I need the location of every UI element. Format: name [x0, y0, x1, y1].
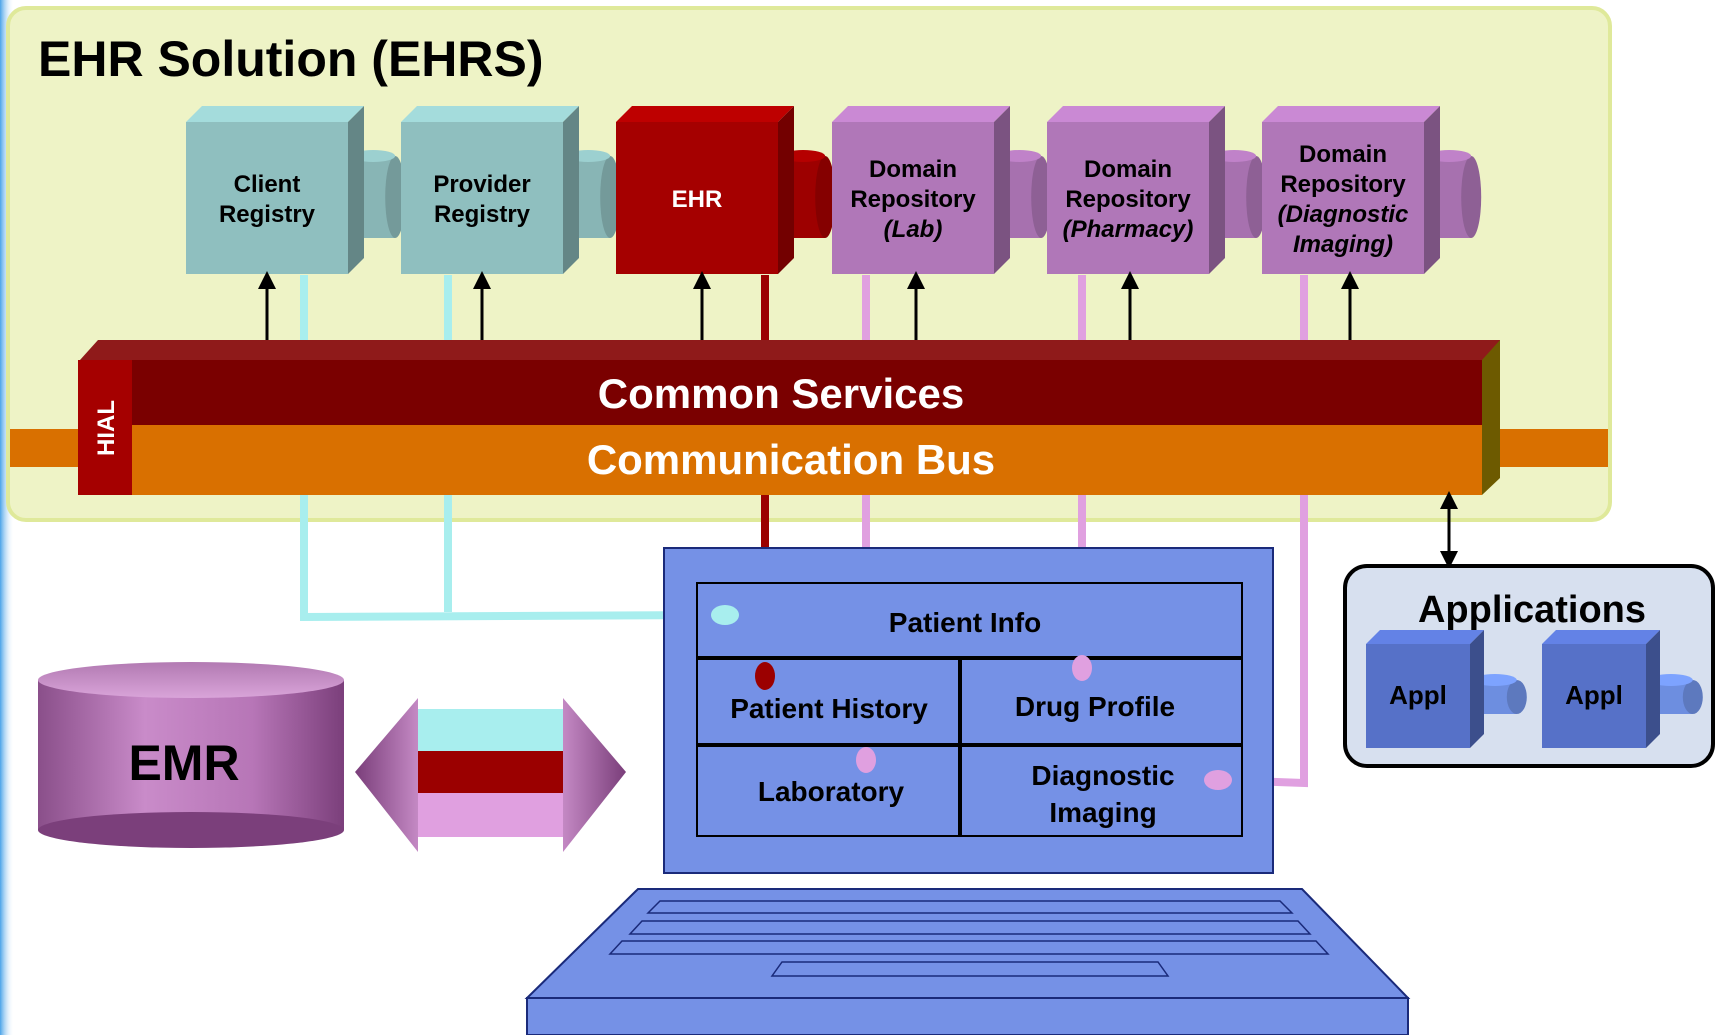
common-services-side-face — [1482, 340, 1500, 495]
laboratory-label: Laboratory — [758, 776, 905, 807]
laboratory-connector — [856, 747, 876, 773]
emr-cylinder: EMR — [38, 662, 344, 848]
laptop: Patient Info Patient History Drug Profil… — [524, 547, 1411, 1035]
repo-client-registry-label-line1: Client — [234, 171, 301, 198]
common-services-label: Common Services — [598, 370, 964, 417]
communication-bus-block — [80, 425, 1482, 495]
drug-profile-label: Drug Profile — [1015, 691, 1175, 722]
emr-label: EMR — [128, 735, 239, 791]
hial-block — [78, 360, 132, 495]
repo-domain-pharmacy-label-line1: Domain — [1084, 156, 1172, 183]
repo-domain-lab-label-line3: (Lab) — [884, 216, 943, 243]
connection-lines — [300, 275, 1308, 345]
screen-window — [696, 582, 1243, 837]
ehrs-title: EHR Solution (EHRS) — [38, 31, 544, 87]
application-2: Appl — [1542, 630, 1703, 748]
screen-connectors — [711, 605, 1232, 790]
applications-title: Applications — [1418, 589, 1646, 631]
patient-history-connector — [755, 662, 775, 690]
patient-info-label: Patient Info — [889, 607, 1041, 638]
client-registry-link-lower — [300, 495, 721, 622]
repo-domain-imaging-label-line3: (Diagnostic — [1278, 201, 1409, 228]
repo-ehr: EHR — [616, 106, 836, 274]
hial-label: HIAL — [93, 400, 120, 456]
repo-domain-imaging-label-line2: Repository — [1280, 171, 1406, 198]
repo-ehr-label-line1: EHR — [672, 186, 723, 213]
repo-domain-pharmacy-label-line2: Repository — [1065, 186, 1191, 213]
common-services-block — [80, 360, 1482, 425]
application-1-label: Appl — [1389, 680, 1447, 710]
repositories: ClientRegistryProviderRegistryEHRDomainR… — [186, 106, 1482, 274]
patient-info-connector — [711, 605, 739, 625]
repo-domain-pharmacy-label-line3: (Pharmacy) — [1063, 216, 1194, 243]
emr-exchange-arrow — [355, 698, 626, 852]
repo-domain-imaging-label-line4: Imaging) — [1293, 231, 1393, 258]
repo-provider-registry-label-line1: Provider — [433, 171, 530, 198]
diagnostic-imaging-label-line2: Imaging — [1049, 797, 1156, 828]
diagnostic-imaging-label-line1: Diagnostic — [1031, 760, 1174, 791]
application-1: Appl — [1366, 630, 1527, 748]
repo-provider-registry-label-line2: Registry — [434, 201, 531, 228]
drug-profile-connector — [1072, 655, 1092, 681]
repo-domain-lab-label-line1: Domain — [869, 156, 957, 183]
common-services-top-face — [80, 340, 1500, 360]
patient-history-label: Patient History — [730, 693, 928, 724]
bus-to-repo-arrows — [258, 271, 1359, 340]
applications-box: Applications Appl Appl — [1343, 491, 1715, 768]
application-2-label: Appl — [1565, 680, 1623, 710]
repo-domain-imaging-label-line1: Domain — [1299, 141, 1387, 168]
laptop-touchpad — [770, 961, 1170, 977]
diagnostic-imaging-connector — [1204, 770, 1232, 790]
applications-items: Appl Appl — [1366, 630, 1703, 748]
repo-client-registry-label-line2: Registry — [219, 201, 316, 228]
repo-domain-lab-label-line2: Repository — [850, 186, 976, 213]
communication-bus-label: Communication Bus — [587, 436, 995, 483]
